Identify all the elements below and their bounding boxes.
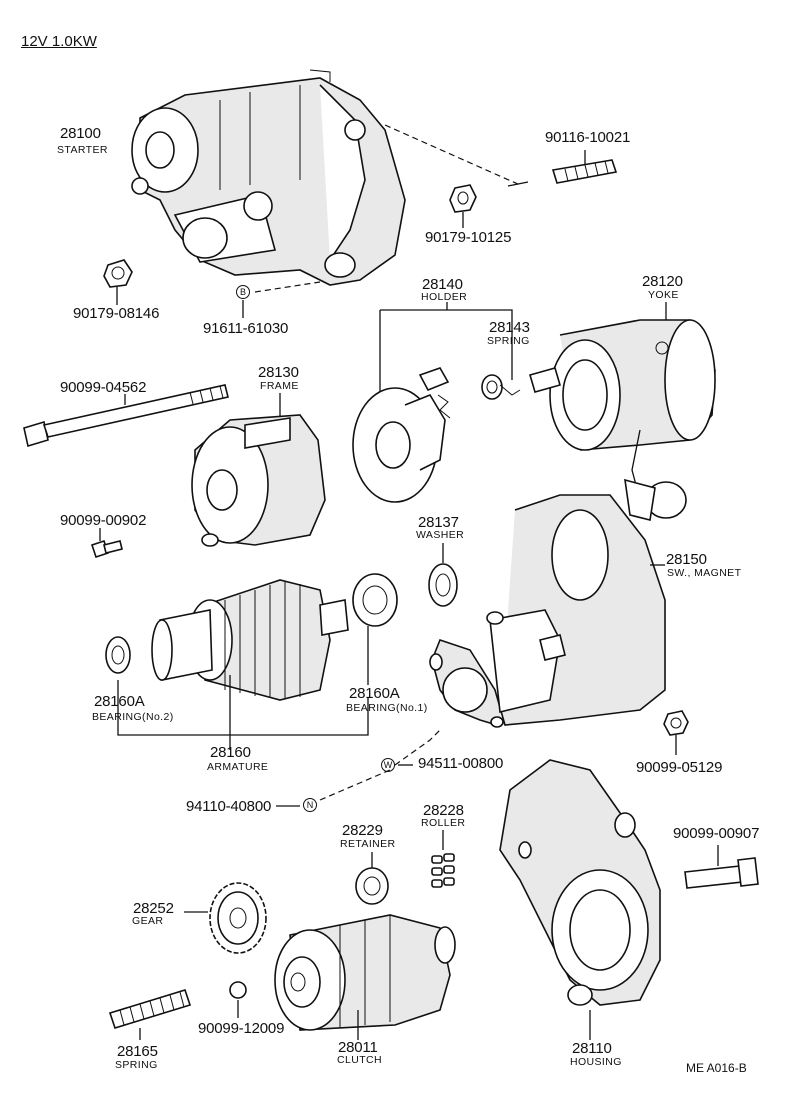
part-number-94110-40800: 94110-40800	[186, 798, 272, 815]
part-number-28252: 28252	[133, 900, 174, 917]
armature-drawing	[151, 579, 349, 701]
part-name-retainer: RETAINER	[340, 838, 396, 850]
gear-drawing	[209, 882, 267, 954]
part-number-28150: 28150	[666, 551, 707, 568]
part-number-90099-12009: 90099-12009	[198, 1020, 285, 1037]
part-number-28160a-no1: 28160A	[349, 685, 400, 702]
part-name-frame: FRAME	[260, 380, 299, 392]
part-number-28160: 28160	[210, 744, 251, 761]
part-name-bearing-no2: BEARING(No.2)	[92, 711, 174, 723]
part-name-armature: ARMATURE	[207, 761, 269, 773]
part-number-90099-00902: 90099-00902	[60, 512, 147, 529]
reference-marker-w: W	[381, 758, 395, 772]
part-number-90179-10125: 90179-10125	[425, 229, 512, 246]
part-number-90099-04562: 90099-04562	[60, 379, 147, 396]
part-name-spring-28165: SPRING	[115, 1059, 158, 1071]
coil-spring-drawing	[108, 989, 192, 1029]
stud-drawing	[551, 159, 618, 184]
clutch-drawing	[274, 914, 456, 1031]
reference-marker-n: N	[303, 798, 317, 812]
roller-drawing	[431, 853, 455, 888]
diagram-header-title: 12V 1.0KW	[21, 33, 97, 50]
part-number-28140: 28140	[422, 276, 463, 293]
part-name-holder: HOLDER	[421, 291, 468, 303]
part-number-28165: 28165	[117, 1043, 158, 1060]
part-number-28229: 28229	[342, 822, 383, 839]
part-number-28100: 28100	[60, 125, 101, 142]
part-number-90099-05129: 90099-05129	[636, 759, 723, 776]
housing-drawing	[499, 759, 661, 1006]
part-number-28110: 28110	[572, 1040, 612, 1057]
part-name-starter: STARTER	[57, 144, 108, 156]
part-number-28143: 28143	[489, 319, 530, 336]
yoke-drawing	[529, 319, 716, 521]
part-name-bearing-no1: BEARING(No.1)	[346, 702, 428, 714]
part-number-28137: 28137	[418, 514, 459, 531]
brush-holder-drawing	[352, 367, 451, 503]
part-number-90116-10021: 90116-10021	[545, 129, 631, 146]
reference-marker-b: B	[236, 285, 250, 299]
brush-spring-drawing	[481, 374, 521, 400]
bearing-no2-drawing	[105, 636, 131, 674]
magnet-switch-drawing	[429, 494, 666, 728]
part-name-yoke: YOKE	[648, 289, 679, 301]
screw-drawing	[90, 539, 123, 559]
nut-drawing-3	[663, 710, 689, 736]
ball-drawing	[229, 981, 247, 999]
long-bolt-drawing	[23, 384, 229, 448]
part-number-94511-00800: 94511-00800	[418, 755, 504, 772]
part-name-housing: HOUSING	[570, 1056, 622, 1068]
part-name-spring-28143: SPRING	[487, 335, 530, 347]
part-number-28160a-no2: 28160A	[94, 693, 145, 710]
diagram-code: ME A016-B	[686, 1061, 747, 1075]
part-number-28011: 28011	[338, 1039, 378, 1056]
starter-assembly-drawing	[131, 69, 406, 286]
bearing-no1-drawing	[352, 573, 398, 627]
part-number-28228: 28228	[423, 802, 464, 819]
nut-drawing-1	[449, 184, 477, 213]
housing-bolt-drawing	[684, 857, 759, 889]
retainer-drawing	[355, 867, 389, 905]
part-name-washer: WASHER	[416, 529, 465, 541]
part-name-sw-magnet: SW., MAGNET	[667, 567, 742, 579]
part-number-28130: 28130	[258, 364, 299, 381]
part-name-roller: ROLLER	[421, 817, 466, 829]
part-number-91611-61030: 91611-61030	[203, 320, 289, 337]
part-number-90179-08146: 90179-08146	[73, 305, 160, 322]
part-name-gear: GEAR	[132, 915, 164, 927]
washer-drawing	[428, 563, 458, 607]
part-name-clutch: CLUTCH	[337, 1054, 382, 1066]
part-number-90099-00907: 90099-00907	[673, 825, 760, 842]
part-number-28120: 28120	[642, 273, 683, 290]
frame-drawing	[191, 414, 326, 547]
nut-drawing-2	[103, 259, 133, 288]
